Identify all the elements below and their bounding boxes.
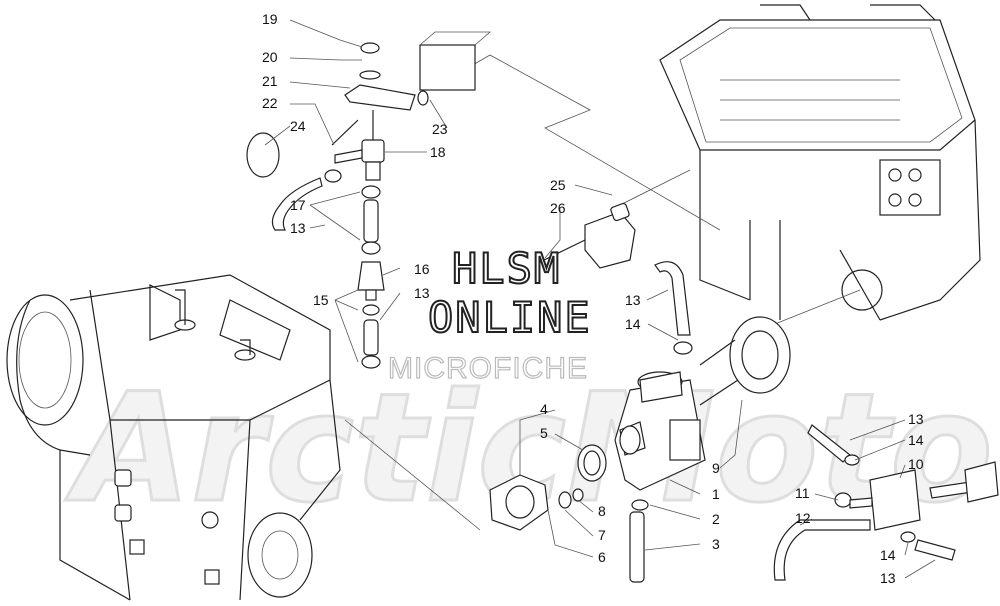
- callout-14-pump-bottom: 14: [880, 547, 896, 563]
- callout-18: 18: [430, 144, 446, 160]
- carburetor-assembly: [489, 261, 791, 583]
- callout-20: 20: [262, 49, 278, 65]
- callout-14-carb-clamp: 14: [625, 316, 641, 332]
- watermark-line2: ONLINE: [428, 293, 592, 342]
- callout-numbers: 19 20 21 22 24 23 18 17 13 16 15 13 25 2…: [262, 11, 924, 586]
- callout-8: 8: [598, 503, 606, 519]
- callout-13-carb-hose: 13: [625, 292, 641, 308]
- callout-3: 3: [712, 536, 720, 552]
- valve-assembly: [539, 202, 636, 269]
- callout-16: 16: [414, 261, 430, 277]
- callout-2: 2: [712, 511, 720, 527]
- callout-24: 24: [290, 118, 306, 134]
- callout-7: 7: [598, 527, 606, 543]
- callout-14-pump-top: 14: [908, 432, 924, 448]
- callout-1: 1: [712, 486, 720, 502]
- engine-illustration: [6, 274, 341, 601]
- fuel-pump-assembly: [773, 424, 999, 581]
- callout-15: 15: [313, 292, 329, 308]
- callout-4: 4: [540, 401, 548, 417]
- callout-25: 25: [550, 177, 566, 193]
- callout-13-hose-left: 13: [290, 220, 306, 236]
- callout-23: 23: [432, 121, 448, 137]
- callout-17: 17: [290, 197, 306, 213]
- callout-6: 6: [598, 549, 606, 565]
- callout-21: 21: [262, 73, 278, 89]
- callout-10: 10: [908, 456, 924, 472]
- callout-26: 26: [550, 200, 566, 216]
- callout-13-pump-top: 13: [908, 411, 924, 427]
- fuel-line-assembly: [246, 31, 492, 369]
- callout-13-hose-filter: 13: [414, 285, 430, 301]
- callout-11: 11: [795, 485, 810, 501]
- callout-9: 9: [712, 460, 720, 476]
- callout-12: 12: [795, 510, 811, 526]
- callout-leaders: [264, 19, 936, 579]
- airbox-illustration: [659, 4, 981, 321]
- callout-19: 19: [262, 11, 278, 27]
- callout-13-pump-bottom: 13: [880, 570, 896, 586]
- watermark-line1: HLSM: [452, 244, 561, 293]
- callout-5: 5: [540, 425, 548, 441]
- callout-22: 22: [262, 95, 278, 111]
- watermark-line3: MICROFICHE: [388, 352, 588, 385]
